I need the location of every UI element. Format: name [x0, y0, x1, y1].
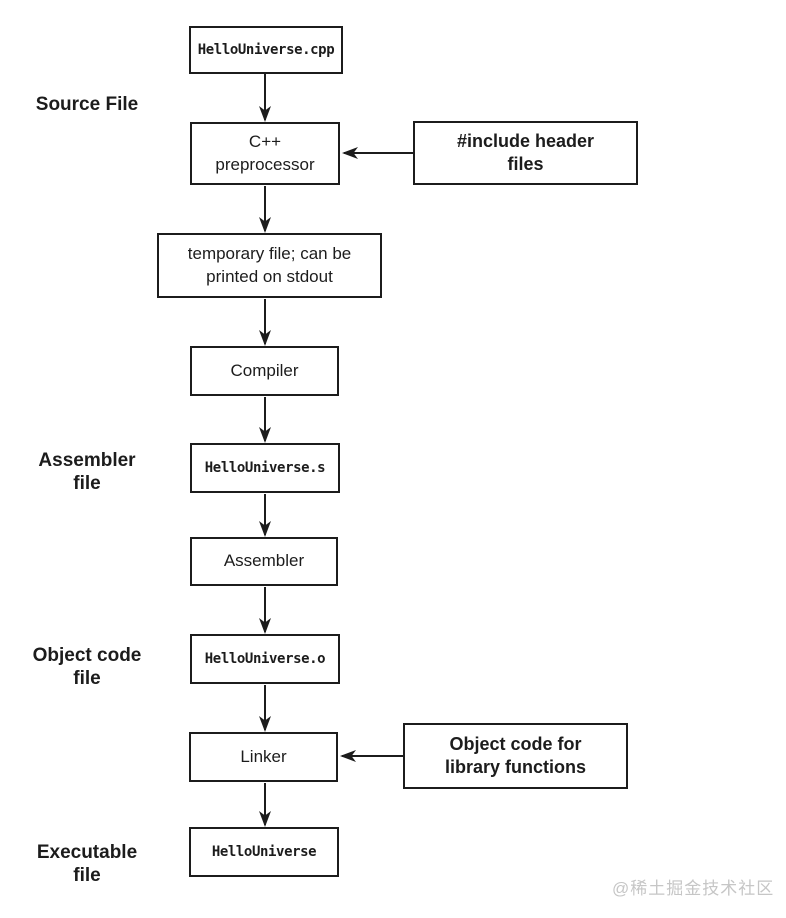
watermark: @稀土掘金技术社区: [612, 879, 775, 898]
label-assembler-file: Assembler file: [38, 450, 136, 495]
node-linker: Linker: [189, 732, 338, 782]
label-object-code-file: Object code file: [32, 645, 142, 690]
node-source-cpp: HelloUniverse.cpp: [189, 26, 343, 74]
label-executable-file: Executable file: [36, 842, 138, 887]
node-assembly-s: HelloUniverse.s: [190, 443, 340, 493]
node-compiler: Compiler: [190, 346, 339, 396]
label-source-file: Source File: [35, 94, 139, 115]
node-preprocessor: C++ preprocessor: [190, 122, 340, 185]
node-object-o: HelloUniverse.o: [190, 634, 340, 684]
node-executable: HelloUniverse: [189, 827, 339, 877]
annotation-library-objects: Object code for library functions: [403, 723, 628, 789]
node-assembler: Assembler: [190, 537, 338, 586]
annotation-include-headers: #include header files: [413, 121, 638, 185]
node-temp-file: temporary file; can be printed on stdout: [157, 233, 382, 298]
